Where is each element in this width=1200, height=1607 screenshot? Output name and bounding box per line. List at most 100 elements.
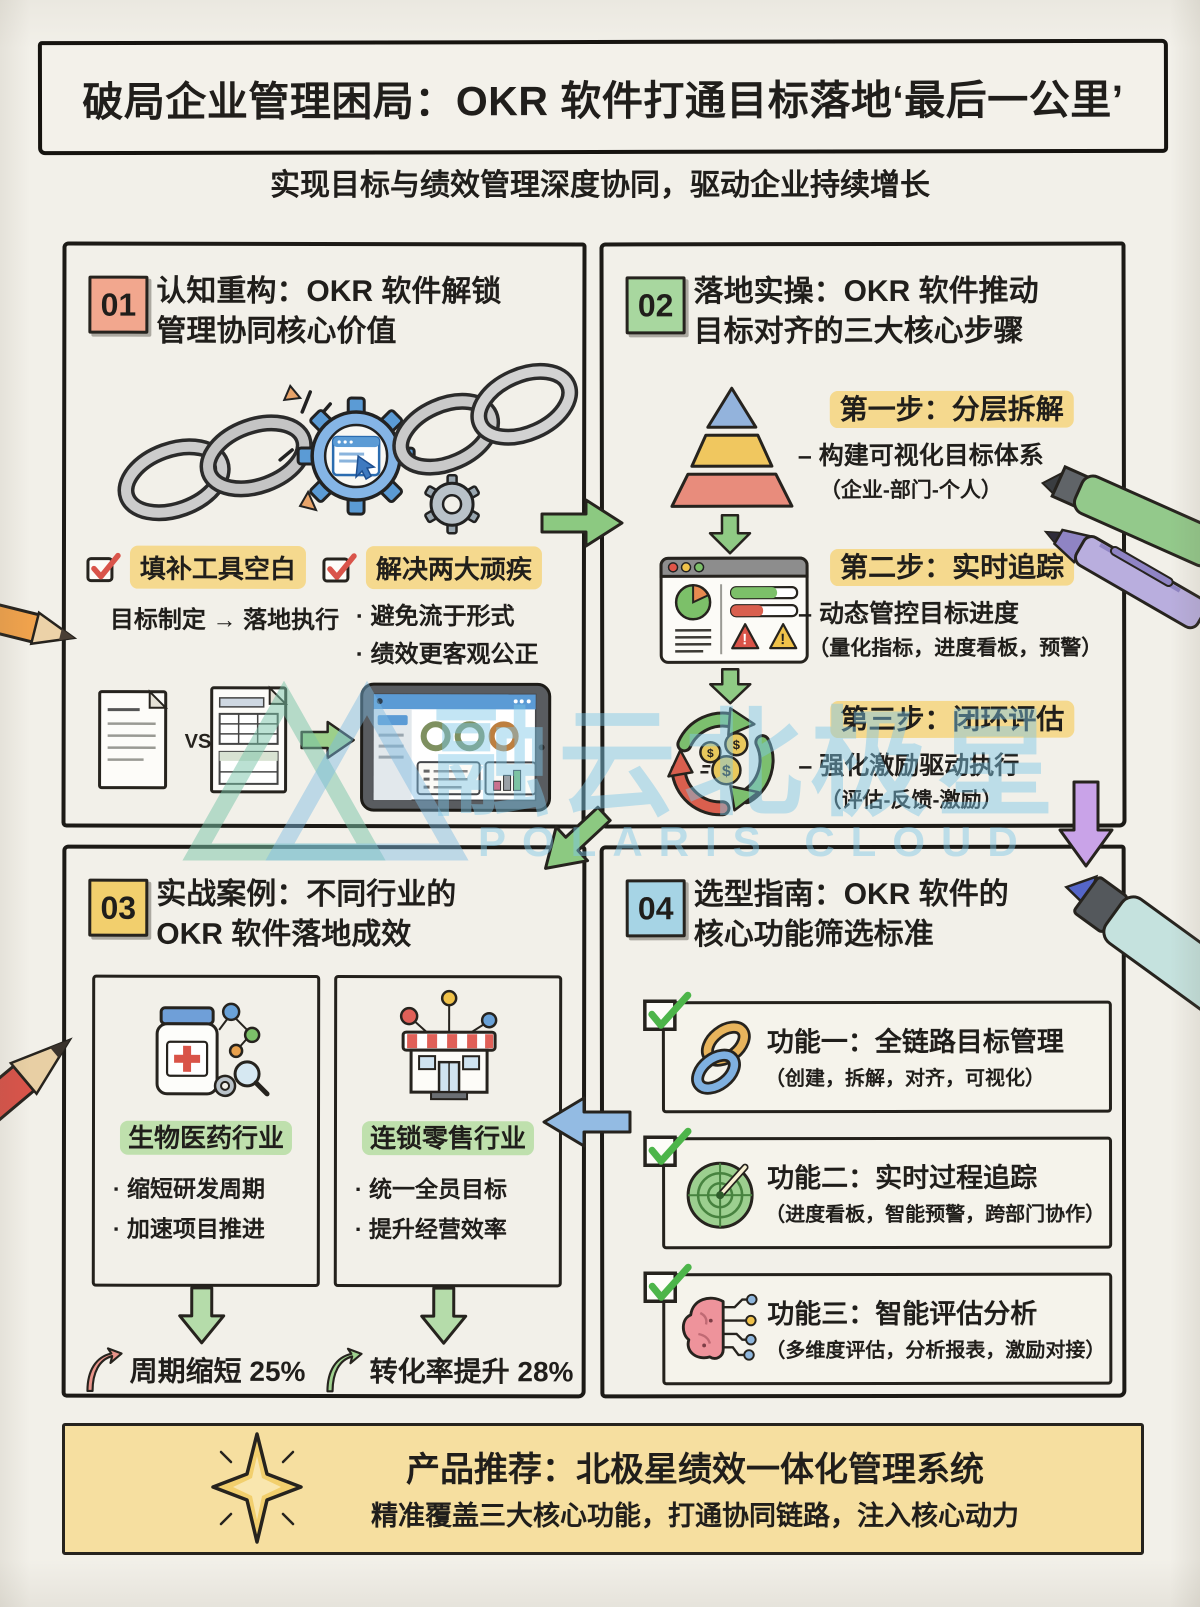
case-biopharma-box: 生物医药行业 · 缩短研发周期 · 加速项目推进 xyxy=(91,974,321,1287)
point-fill-gap-desc: 目标制定 → 落地执行 xyxy=(109,606,340,635)
step-3-heading: 第三步：闭环评估 xyxy=(830,698,1075,739)
badge-01: 01 xyxy=(88,275,149,334)
badge-03: 03 xyxy=(88,878,149,937)
feature-1-note: （创建，拆解，对齐，可视化） xyxy=(764,1067,1045,1091)
panel-01-title-line1: 认知重构：OKR 软件解锁 xyxy=(156,274,502,309)
broken-chain-gear-icon xyxy=(117,362,579,535)
case-retail-item-1: · 统一全员目标 xyxy=(354,1176,507,1203)
case-retail-item-2: · 提升经营效率 xyxy=(354,1216,507,1243)
green-checkbox-icon xyxy=(643,1127,692,1168)
dashboard-icon: ! ! xyxy=(659,556,809,664)
step-3-desc: – 强化激励驱动执行 xyxy=(798,751,1020,781)
green-checkbox-icon xyxy=(643,991,692,1032)
case-biopharma-item-2: · 加速项目推进 xyxy=(112,1215,265,1242)
main-title-box: 破局企业管理困局：OKR 软件打通目标落地‘最后一公里’ xyxy=(37,38,1169,156)
case-biopharma-industry: 生物医药行业 xyxy=(95,1118,317,1155)
medicine-bottle-icon xyxy=(155,1002,270,1098)
down-arrow-icon xyxy=(709,667,752,705)
footer-recommendation: 产品推荐：北极星绩效一体化管理系统 精准覆盖三大核心功能，打通协同链路，注入核心… xyxy=(62,1423,1144,1555)
panel-02-title-line2: 目标对齐的三大核心步骤 xyxy=(693,314,1024,349)
panel-01-value: 01 认知重构：OKR 软件解锁 管理协同核心价值 xyxy=(61,241,587,829)
step-3-note: （评估-反馈-激励） xyxy=(820,788,1003,813)
footer-subtitle: 精准覆盖三大核心功能，打通协同链路，注入核心动力 xyxy=(371,1501,1019,1531)
pyramid-icon xyxy=(670,386,794,508)
badge-04: 04 xyxy=(625,879,686,938)
point-solve-issues-label: 解决两大顽疾 xyxy=(365,546,542,590)
panel-02-title: 落地实操：OKR 软件推动 目标对齐的三大核心步骤 xyxy=(694,272,1039,353)
arrow-panel2-to-panel4 xyxy=(1058,780,1114,868)
step-1-desc: – 构建可视化目标体系 xyxy=(797,441,1044,471)
coin-dollar: $ xyxy=(733,737,741,752)
panel-01-title-line2: 管理协同核心价值 xyxy=(156,314,397,349)
panel-03-title-line2: OKR 软件落地成效 xyxy=(156,917,412,952)
feature-3-note: （多维度评估，分析报表，激励对接） xyxy=(765,1339,1106,1363)
brain-ai-icon xyxy=(681,1293,758,1361)
case-retail-box: 连锁零售行业 · 统一全员目标 · 提升经营效率 xyxy=(333,975,563,1288)
case-retail-industry: 连锁零售行业 xyxy=(337,1118,559,1156)
footer-title: 产品推荐：北极星绩效一体化管理系统 xyxy=(406,1451,984,1489)
step-1-heading: 第一步：分层拆解 xyxy=(829,388,1074,429)
feature-2-note: （进度看板，智能预警，跨部门协作） xyxy=(765,1203,1106,1227)
point-solve-issues: 解决两大顽疾 xyxy=(322,546,542,590)
panel-03-cases: 03 实战案例：不同行业的 OKR 软件落地成效 xyxy=(61,844,587,1399)
case-retail-industry-text: 连锁零售行业 xyxy=(361,1121,535,1156)
panel-03-title-line1: 实战案例：不同行业的 xyxy=(156,877,457,912)
north-star-icon xyxy=(211,1432,303,1544)
panel-04-title: 选型指南：OKR 软件的 核心功能筛选标准 xyxy=(694,875,1009,955)
up-trend-red-icon xyxy=(86,1347,123,1393)
panel-03-title: 实战案例：不同行业的 OKR 软件落地成效 xyxy=(156,875,456,955)
panel-02-title-line1: 落地实操：OKR 软件推动 xyxy=(693,274,1039,309)
panel-02-steps: 02 落地实操：OKR 软件推动 目标对齐的三大核心步骤 xyxy=(599,241,1127,829)
point-fill-gap-label: 填补工具空白 xyxy=(129,545,306,589)
arrow-panel2-to-panel3 xyxy=(544,805,612,870)
feature-1-box: 功能一：全链路目标管理 （创建，拆解，对齐，可视化） xyxy=(661,1000,1112,1114)
feature-2-box: 功能二：实时过程追踪 （进度看板，智能预警，跨部门协作） xyxy=(662,1136,1113,1250)
down-arrow-icon xyxy=(708,513,752,555)
feature-2-heading: 功能二：实时过程追踪 xyxy=(767,1162,1038,1194)
panel-04-title-line2: 核心功能筛选标准 xyxy=(693,917,934,952)
solve-issue-item-1: · 避免流于形式 xyxy=(355,603,515,631)
result-retail: 转化率提升 28% xyxy=(324,1347,574,1393)
page-title: 破局企业管理困局：OKR 软件打通目标落地‘最后一公里’ xyxy=(82,76,1124,126)
page-subtitle: 实现目标与绩效管理深度协同，驱动企业持续增长 xyxy=(270,169,930,202)
green-checkbox-icon xyxy=(643,1263,692,1304)
step-1-heading-text: 第一步：分层拆解 xyxy=(829,390,1074,429)
step-2-heading: 第二步：实时追踪 xyxy=(830,546,1075,587)
solve-issue-item-2: · 绩效更客观公正 xyxy=(355,641,539,669)
cycle-rewards-icon: $ $ $ xyxy=(667,706,775,817)
badge-02: 02 xyxy=(625,276,686,335)
up-trend-green-icon xyxy=(326,1347,363,1393)
chain-link-icon xyxy=(691,1020,751,1095)
case-biopharma-industry-text: 生物医药行业 xyxy=(119,1120,293,1155)
step-2-desc: – 动态管控目标进度 xyxy=(798,599,1020,629)
down-arrow-icon xyxy=(420,1286,468,1345)
feature-3-heading: 功能三：智能评估分析 xyxy=(767,1298,1038,1330)
case-biopharma-item-1: · 缩短研发周期 xyxy=(112,1175,265,1202)
warning-exclaim: ! xyxy=(742,631,747,648)
vs-label: VS xyxy=(185,731,212,753)
point-fill-gap: 填补工具空白 xyxy=(86,545,306,589)
feature-3-box: 功能三：智能评估分析 （多维度评估，分析报表，激励对接） xyxy=(662,1272,1113,1386)
panel-04-criteria: 04 选型指南：OKR 软件的 核心功能筛选标准 功能一：全链路目标管理 （创建… xyxy=(599,844,1127,1399)
chain-store-icon xyxy=(399,989,498,1101)
paper-vs-software-icon: VS xyxy=(98,682,552,812)
step-3-heading-text: 第三步：闭环评估 xyxy=(830,700,1075,739)
arrow-panel4-to-panel3 xyxy=(542,1096,632,1148)
down-arrow-icon xyxy=(178,1286,226,1345)
red-checkbox-icon xyxy=(322,552,357,583)
coin-dollar: $ xyxy=(722,763,731,780)
red-checkbox-icon xyxy=(86,552,121,582)
result-biopharma: 周期缩短 25% xyxy=(84,1347,306,1393)
warning-exclaim: ! xyxy=(780,631,785,648)
feature-1-heading: 功能一：全链路目标管理 xyxy=(766,1026,1064,1058)
result-retail-text: 转化率提升 28% xyxy=(369,1356,574,1388)
panel-01-title: 认知重构：OKR 软件解锁 管理协同核心价值 xyxy=(156,272,501,353)
panel-04-title-line1: 选型指南：OKR 软件的 xyxy=(693,877,1009,912)
result-biopharma-text: 周期缩短 25% xyxy=(129,1355,306,1387)
radar-icon xyxy=(686,1161,754,1229)
step-2-note: （量化指标，进度看板，预警） xyxy=(808,636,1103,661)
step-1-note: （企业-部门-个人） xyxy=(819,478,1002,503)
arrow-panel1-to-panel2 xyxy=(540,498,624,548)
step-2-heading-text: 第二步：实时追踪 xyxy=(830,548,1075,587)
